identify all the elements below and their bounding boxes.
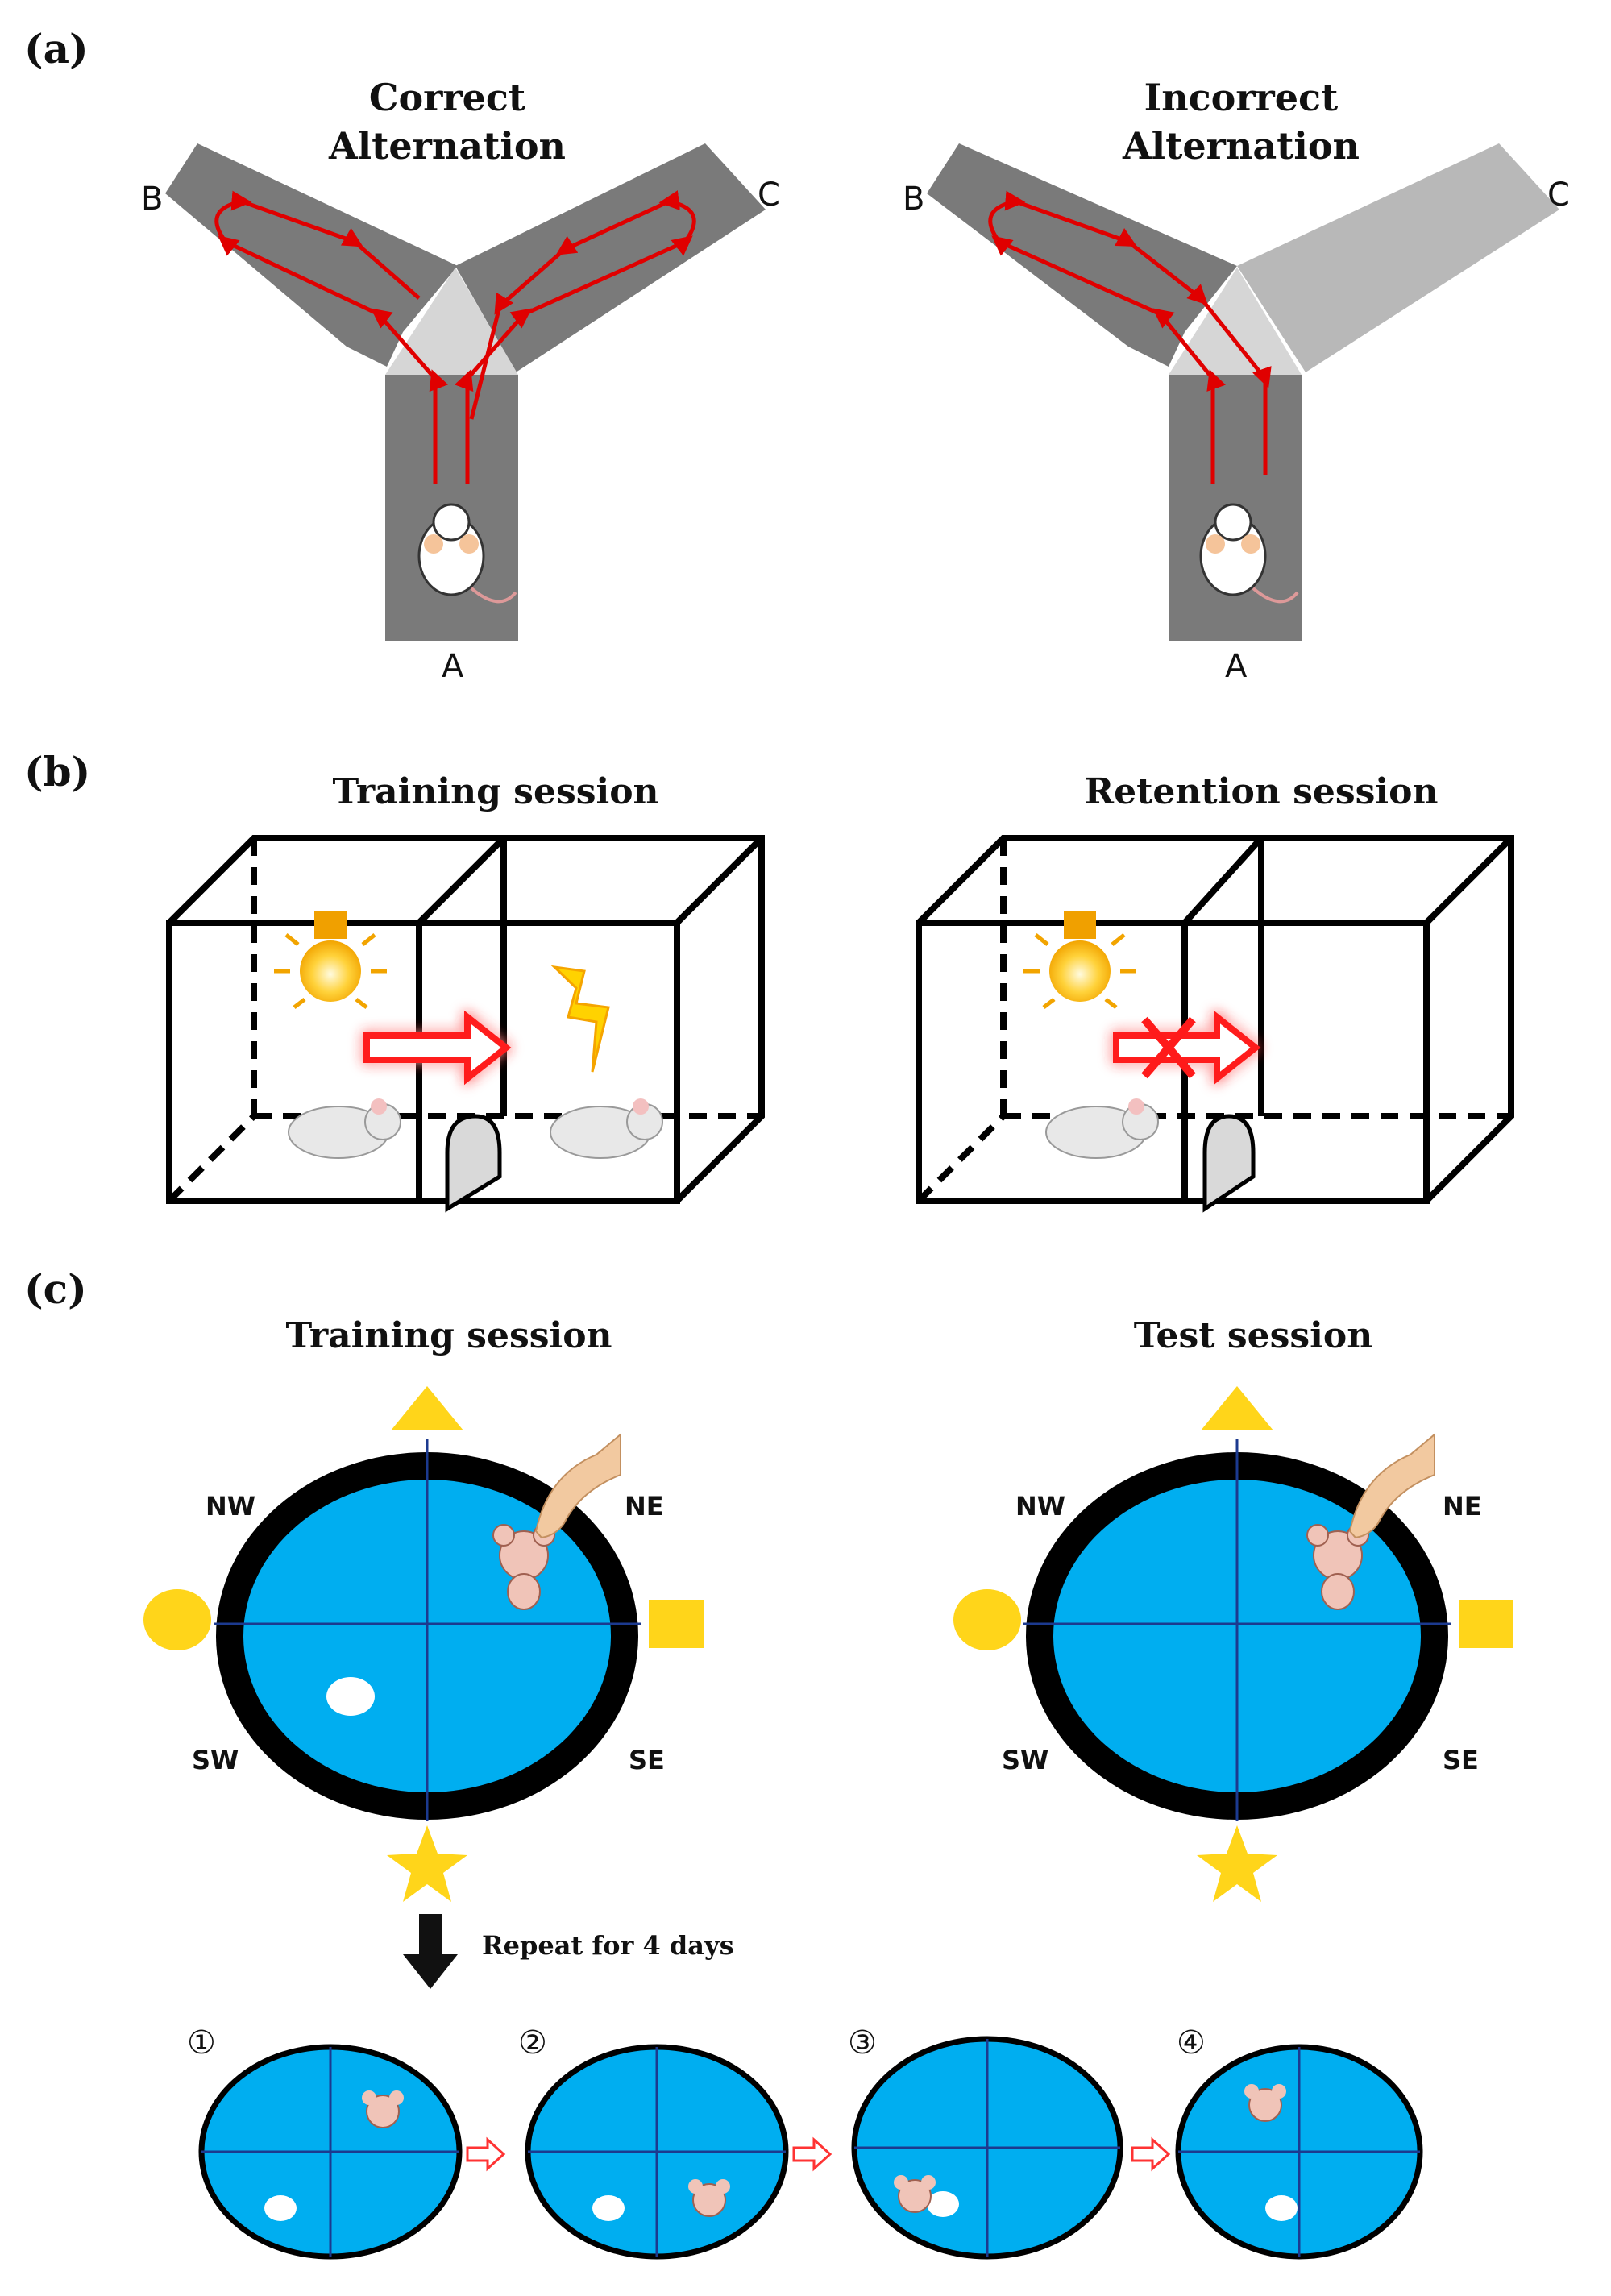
ymaze-incorrect: Incorrect Alternation B C A <box>903 76 1570 685</box>
square-cue-icon <box>1459 1600 1513 1648</box>
panel-a-label: (a) <box>24 25 89 73</box>
panel-c-label: (c) <box>24 1265 87 1313</box>
arm-a-label: A <box>1225 648 1248 685</box>
ymaze-correct: Correct Alternation B C A <box>141 76 780 685</box>
lightning-shock-icon <box>550 965 610 1073</box>
day-2-label: ② <box>518 2024 547 2061</box>
hand-icon <box>534 1432 621 1539</box>
panel-b-label: (b) <box>24 748 90 795</box>
triangle-cue-icon <box>1201 1386 1273 1430</box>
square-cue-icon <box>649 1600 704 1648</box>
compass-nw: NW <box>1015 1491 1065 1522</box>
mouse-icon <box>894 2175 936 2213</box>
shuttle-box-retention <box>916 835 1514 1213</box>
mouse-icon <box>1306 1524 1369 1610</box>
mouse-icon <box>1199 503 1299 604</box>
circle-cue-icon <box>953 1589 1021 1650</box>
mouse-icon <box>1244 2084 1286 2122</box>
water-maze-training: NW NE SW SE <box>143 1386 704 1902</box>
door <box>445 1114 502 1213</box>
training-session-title: Training session <box>332 771 658 812</box>
day-sequence: ① ② ③ ④ <box>187 2024 1423 2260</box>
light-bulb-icon <box>1023 911 1136 1009</box>
mouse-icon <box>688 2179 730 2217</box>
test-session-title: Test session <box>1134 1315 1372 1356</box>
path-arrow-return <box>988 190 1272 484</box>
arrow-right-icon <box>1131 2136 1171 2172</box>
repeat-text: Repeat for 4 days <box>482 1930 734 1961</box>
arm-a-label: A <box>442 648 464 685</box>
ymaze-incorrect-title-line2: Alternation <box>1122 124 1360 168</box>
compass-nw: NW <box>206 1491 255 1522</box>
cross-x-icon <box>1141 1016 1196 1079</box>
mouse-icon <box>417 503 517 604</box>
hidden-platform <box>326 1677 375 1716</box>
mouse-icon <box>362 2090 404 2128</box>
down-arrow-icon <box>403 1914 458 1989</box>
compass-ne: NE <box>625 1491 664 1522</box>
circle-cue-icon <box>143 1589 211 1650</box>
ymaze-incorrect-title-line1: Incorrect <box>1144 76 1339 119</box>
mouse-icon <box>1045 1098 1159 1159</box>
star-cue-icon <box>387 1825 467 1902</box>
compass-se: SE <box>629 1745 665 1775</box>
mouse-icon <box>288 1098 401 1159</box>
day-3-label: ③ <box>848 2024 877 2061</box>
hidden-platform <box>1265 2195 1298 2221</box>
day-1-label: ① <box>187 2024 216 2061</box>
arrow-right-icon <box>1113 1010 1261 1086</box>
arrow-right-icon <box>792 2136 832 2172</box>
ymaze-correct-title-line2: Alternation <box>328 124 566 168</box>
ymaze-correct-title-line1: Correct <box>369 76 526 119</box>
arm-c-label: C <box>1547 176 1570 214</box>
arm-b-label: B <box>141 181 163 218</box>
light-bulb-icon <box>274 911 387 1009</box>
compass-se: SE <box>1443 1745 1479 1775</box>
water-maze-test: NW NE SW SE <box>953 1386 1513 1902</box>
mouse-icon <box>550 1098 663 1159</box>
hidden-platform <box>927 2191 959 2217</box>
triangle-cue-icon <box>391 1386 463 1430</box>
maze-arm-b <box>927 143 1237 367</box>
compass-sw: SW <box>192 1745 239 1775</box>
shuttle-box-training <box>166 835 765 1213</box>
arrow-right-icon <box>466 2136 506 2172</box>
training-session-title-c: Training session <box>285 1315 612 1356</box>
retention-session-title: Retention session <box>1085 771 1439 812</box>
maze-arm-c <box>1237 143 1559 372</box>
door <box>1202 1114 1256 1213</box>
hand-icon <box>1348 1432 1435 1539</box>
arm-c-label: C <box>758 176 780 214</box>
path-arrow-right-loop <box>454 190 696 484</box>
mouse-icon <box>492 1524 555 1610</box>
star-cue-icon <box>1197 1825 1277 1902</box>
hidden-platform <box>264 2195 297 2221</box>
arrow-right-icon <box>363 1010 512 1086</box>
hidden-platform <box>592 2195 625 2221</box>
arm-b-label: B <box>903 181 924 218</box>
day-4-label: ④ <box>1177 2024 1206 2061</box>
path-arrow-left-loop <box>214 190 449 484</box>
compass-sw: SW <box>1002 1745 1048 1775</box>
compass-ne: NE <box>1443 1491 1482 1522</box>
